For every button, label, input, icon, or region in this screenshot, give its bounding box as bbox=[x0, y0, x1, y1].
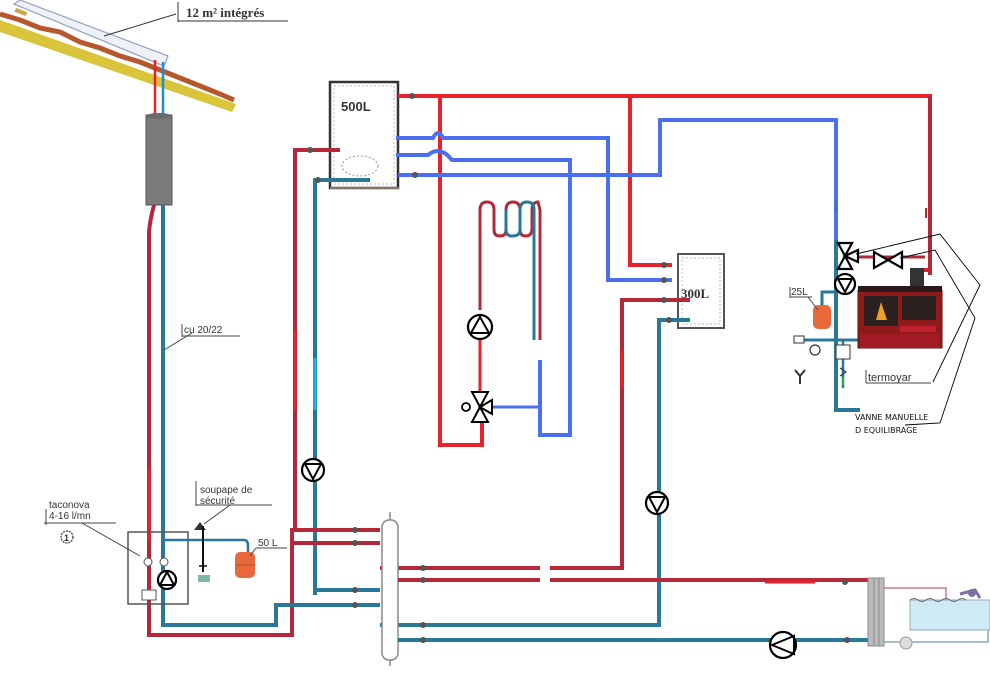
solar-loop bbox=[147, 204, 310, 637]
drain-funnel bbox=[198, 575, 210, 582]
solar-panel-label: 12 m² intégrés bbox=[186, 5, 264, 20]
solar-label-leader bbox=[103, 13, 177, 37]
valve-icon bbox=[666, 317, 672, 323]
valve-icon bbox=[409, 93, 415, 99]
drain-valve-icon bbox=[794, 369, 806, 378]
thermometer-icon bbox=[143, 557, 153, 567]
tank-300l-body bbox=[677, 253, 725, 329]
stove-label: termoyar bbox=[868, 372, 912, 384]
three-way-valve-icon bbox=[461, 391, 493, 423]
valve-icon bbox=[842, 579, 848, 585]
pump-station-label-brand: taconova bbox=[49, 500, 90, 511]
wood-stove bbox=[857, 268, 943, 349]
swimming-pool bbox=[884, 587, 990, 650]
flow-meter-icon bbox=[141, 589, 157, 601]
collector-body bbox=[381, 519, 399, 661]
pump-icon bbox=[644, 490, 670, 516]
pump-icon bbox=[466, 313, 494, 341]
expansion-50-label: 50 L bbox=[258, 538, 278, 549]
manometer-icon bbox=[809, 344, 821, 356]
valve-icon bbox=[420, 565, 426, 571]
stove-cold-return bbox=[398, 118, 838, 240]
thermometer-icon bbox=[159, 557, 169, 567]
safety-valve-label-2: sécurité bbox=[200, 496, 235, 507]
pump-icon bbox=[833, 272, 857, 296]
tank-300l bbox=[677, 253, 725, 329]
plate-heat-exchanger bbox=[867, 577, 885, 647]
mixing-valve-icon bbox=[836, 241, 860, 271]
roof-tiles bbox=[0, 11, 235, 103]
valve-icon bbox=[352, 602, 358, 608]
valve-icon bbox=[661, 262, 667, 268]
pool-pump-icon bbox=[899, 636, 913, 650]
expansion-25-label: 25L bbox=[791, 287, 808, 298]
balancing-valve-label-2: D EQUILIBRAGE bbox=[855, 426, 917, 435]
pump-station-leader bbox=[81, 522, 141, 557]
roof bbox=[0, 11, 236, 112]
stove-return-pipe bbox=[834, 240, 860, 412]
tank-300-cold-return-line bbox=[380, 318, 690, 627]
item-number-badge bbox=[60, 530, 74, 544]
pool-heat-exchanger bbox=[867, 577, 885, 647]
collector-badge bbox=[14, 8, 28, 17]
valve-icon bbox=[661, 297, 667, 303]
valve-icon bbox=[420, 577, 426, 583]
solar-panel bbox=[12, 0, 288, 67]
pump-station-box bbox=[127, 531, 189, 605]
solar-hot-return bbox=[147, 204, 310, 637]
pipe-label: cu 20/22 bbox=[184, 325, 223, 336]
dirt-separator-icon bbox=[835, 344, 851, 360]
tank-500l-body bbox=[328, 80, 400, 190]
pipe-insulation-sleeve bbox=[145, 114, 173, 206]
floor-heat-hot-supply bbox=[438, 96, 484, 447]
pump-icon bbox=[300, 457, 326, 483]
valve-icon bbox=[352, 540, 358, 546]
tank-500l-label: 500L bbox=[341, 99, 371, 114]
floor-heat-cold-return bbox=[396, 149, 572, 437]
expansion-tank-icon bbox=[813, 305, 831, 329]
floor-heating-loop bbox=[478, 200, 542, 409]
coil-cold-pipe bbox=[313, 178, 370, 595]
solar-cold-flow bbox=[161, 205, 290, 627]
hydraulic-collector bbox=[381, 512, 399, 666]
valve-icon bbox=[420, 622, 426, 628]
solar-collector bbox=[12, 0, 169, 67]
valve-icon bbox=[412, 172, 418, 178]
expansion-tank-25l bbox=[813, 305, 831, 329]
valve-icon bbox=[315, 177, 321, 183]
tank-300-cold-return bbox=[396, 131, 672, 282]
tank-500l-coil bbox=[341, 155, 379, 177]
solar-pump-station bbox=[127, 531, 189, 605]
safety-group bbox=[793, 335, 851, 385]
balancing-valve-leaders bbox=[855, 233, 981, 426]
stove-oven bbox=[902, 296, 936, 320]
floor-heating-coil bbox=[478, 200, 542, 340]
balancing-valve-label-1: VANNE MANUELLE bbox=[855, 413, 928, 422]
valve-icon bbox=[420, 637, 426, 643]
valve-icon bbox=[307, 147, 313, 153]
tank-500l bbox=[328, 80, 400, 190]
safety-valve-leader bbox=[203, 504, 231, 525]
pump-icon bbox=[156, 569, 178, 591]
safety-valve-label-1: soupape de bbox=[200, 485, 253, 496]
safety-valve bbox=[194, 522, 210, 582]
tank-300-hot-out bbox=[380, 298, 690, 570]
isolation-valves bbox=[307, 93, 850, 643]
flame-icon bbox=[876, 302, 887, 320]
safety-valve-icon bbox=[194, 522, 206, 530]
pool-water bbox=[909, 599, 990, 631]
expansion-tank-50l bbox=[235, 552, 255, 578]
valve-icon bbox=[661, 277, 667, 283]
pump-icon bbox=[768, 630, 798, 660]
tank-300-hot-feed bbox=[628, 96, 672, 267]
balancing-valve-icon bbox=[872, 250, 904, 270]
tank-300l-label: 300L bbox=[681, 286, 710, 301]
valve-icon bbox=[352, 527, 358, 533]
roof-base bbox=[0, 20, 236, 112]
valve-icon bbox=[844, 637, 850, 643]
valve-icon bbox=[352, 587, 358, 593]
item-number: 1 bbox=[64, 533, 69, 543]
pump-station-label-flow: 4-16 l/mn bbox=[49, 511, 91, 522]
